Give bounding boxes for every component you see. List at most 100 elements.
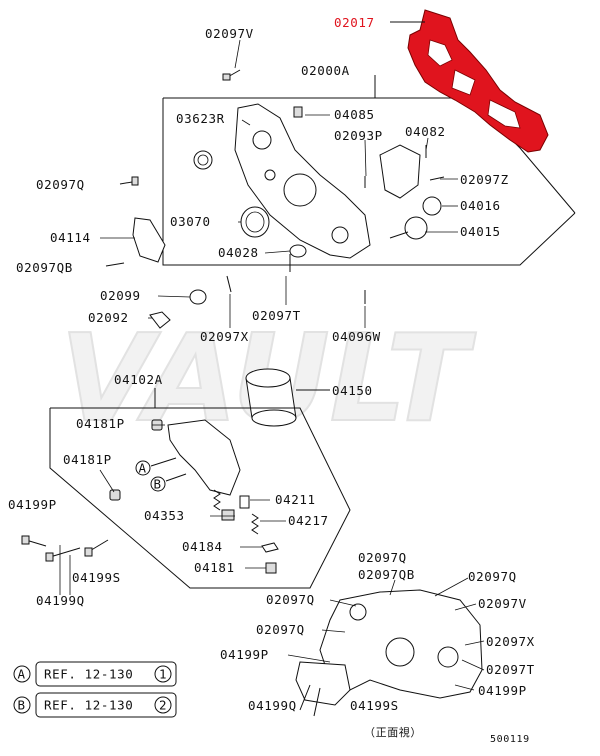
oil-pump-cover[interactable] [379,144,421,199]
label-04184[interactable]: 04184 [182,539,223,554]
label-02097Q-top[interactable]: 02097Q [36,177,85,192]
label-04181P-a[interactable]: 04181P [76,416,125,431]
o-ring-04028[interactable] [289,244,307,258]
label-02097X-mid[interactable]: 02097X [200,329,249,344]
label-02097X-b[interactable]: 02097X [486,634,535,649]
bolt-02097Z[interactable] [429,176,445,181]
relief-plug-04211[interactable] [239,495,250,509]
ref-b-circle [13,696,31,714]
label-04114[interactable]: 04114 [50,230,91,245]
label-04353[interactable]: 04353 [144,508,185,523]
front-view-boss [349,603,367,621]
leader [99,469,115,493]
switch-04353[interactable] [213,489,221,511]
label-04085[interactable]: 04085 [334,107,375,122]
gasket-hole [451,69,476,96]
label-02097QB-b[interactable]: 02097QB [358,567,415,582]
label-02097V-b[interactable]: 02097V [478,596,527,611]
label-04181[interactable]: 04181 [194,560,235,575]
ref-a-num: 1 [159,667,167,682]
bolt-02097QB[interactable] [105,262,125,267]
front-case-hole [264,169,276,181]
label-03623R[interactable]: 03623R [176,111,225,126]
label-02097Z[interactable]: 02097Z [460,172,509,187]
label-04199S-b[interactable]: 04199S [350,698,399,713]
label-04199P-b2[interactable]: 04199P [478,683,527,698]
label-04096W[interactable]: 04096W [332,329,381,344]
leader [321,629,346,633]
spring-04217[interactable] [251,513,259,535]
front-case-boss [252,130,272,150]
label-04199S-left[interactable]: 04199S [72,570,121,585]
bolt-02097X[interactable] [226,275,232,293]
label-04217[interactable]: 04217 [288,513,329,528]
label-02097Q-b3[interactable]: 02097Q [266,592,315,607]
callout-a-circle [135,460,151,476]
arrow-b [165,473,187,482]
ref-a-box[interactable] [35,661,177,687]
callout-b-label: B [154,477,162,492]
o-ring-02099[interactable] [189,289,207,305]
label-02097QB-left[interactable]: 02097QB [16,260,73,275]
bolt-head [84,547,93,557]
label-04211[interactable]: 04211 [275,492,316,507]
plug-04181P-b[interactable] [109,489,121,501]
label-02097Q-b2[interactable]: 02097Q [468,569,517,584]
label-02097T-mid[interactable]: 02097T [252,308,301,323]
label-04150[interactable]: 04150 [332,383,373,398]
label-04199Q-b[interactable]: 04199Q [248,698,297,713]
label-02099[interactable]: 02099 [100,288,141,303]
label-04199P-b1[interactable]: 04199P [220,647,269,662]
leader [464,640,485,646]
label-04102A[interactable]: 04102A [114,372,163,387]
gasket-hole [487,99,521,129]
filter-bracket-body[interactable] [167,419,241,496]
drive-gear-04015[interactable] [404,216,428,240]
front-view-bolts [299,684,321,717]
label-02097T-b[interactable]: 02097T [486,662,535,677]
oil-seal-03070[interactable] [240,206,270,238]
plug-04085[interactable] [293,106,303,118]
oil-filter-top [245,368,291,388]
label-04199P-left[interactable]: 04199P [8,497,57,512]
leader [157,295,191,298]
label-04082[interactable]: 04082 [405,124,446,139]
ref-b-box[interactable] [35,692,177,718]
ref-b-num: 2 [159,698,167,713]
ref-a-num-circle [154,665,172,683]
label-02097Q-b1[interactable]: 02097Q [358,550,407,565]
bolt-04199Q[interactable] [49,547,81,558]
callout-a-label: A [139,461,147,476]
leader [264,250,291,254]
leader [461,659,485,671]
switch-04353-hex [221,509,235,521]
oil-seal-03623R[interactable] [193,150,213,170]
label-02097V[interactable]: 02097V [205,26,254,41]
oil-seal-inner [245,211,265,233]
driven-gear-04016[interactable] [422,196,442,216]
label-02017[interactable]: 02017 [334,15,375,30]
label-04028[interactable]: 04028 [218,245,259,260]
gasket-02092[interactable] [149,311,171,329]
label-02093P[interactable]: 02093P [334,128,383,143]
front-case-boss [331,226,349,244]
label-02097Q-b4[interactable]: 02097Q [256,622,305,637]
label-04181P-b[interactable]: 04181P [63,452,112,467]
leader [389,579,396,596]
label-04015[interactable]: 04015 [460,224,501,239]
bolt-head [131,176,139,186]
label-03070[interactable]: 03070 [170,214,211,229]
label-04016[interactable]: 04016 [460,198,501,213]
leader [434,577,469,597]
leader [454,603,477,611]
label-02092[interactable]: 02092 [88,310,129,325]
plug-04181[interactable] [265,562,277,574]
label-04199Q-left[interactable]: 04199Q [36,593,85,608]
plate-04114[interactable] [132,217,166,263]
callout-b-circle [150,476,166,492]
label-02000A[interactable]: 02000A [301,63,350,78]
ref-a-circle [13,665,31,683]
front-view-seal [385,637,415,667]
gasket-04184[interactable] [261,542,279,553]
gasket-hole [427,39,453,67]
